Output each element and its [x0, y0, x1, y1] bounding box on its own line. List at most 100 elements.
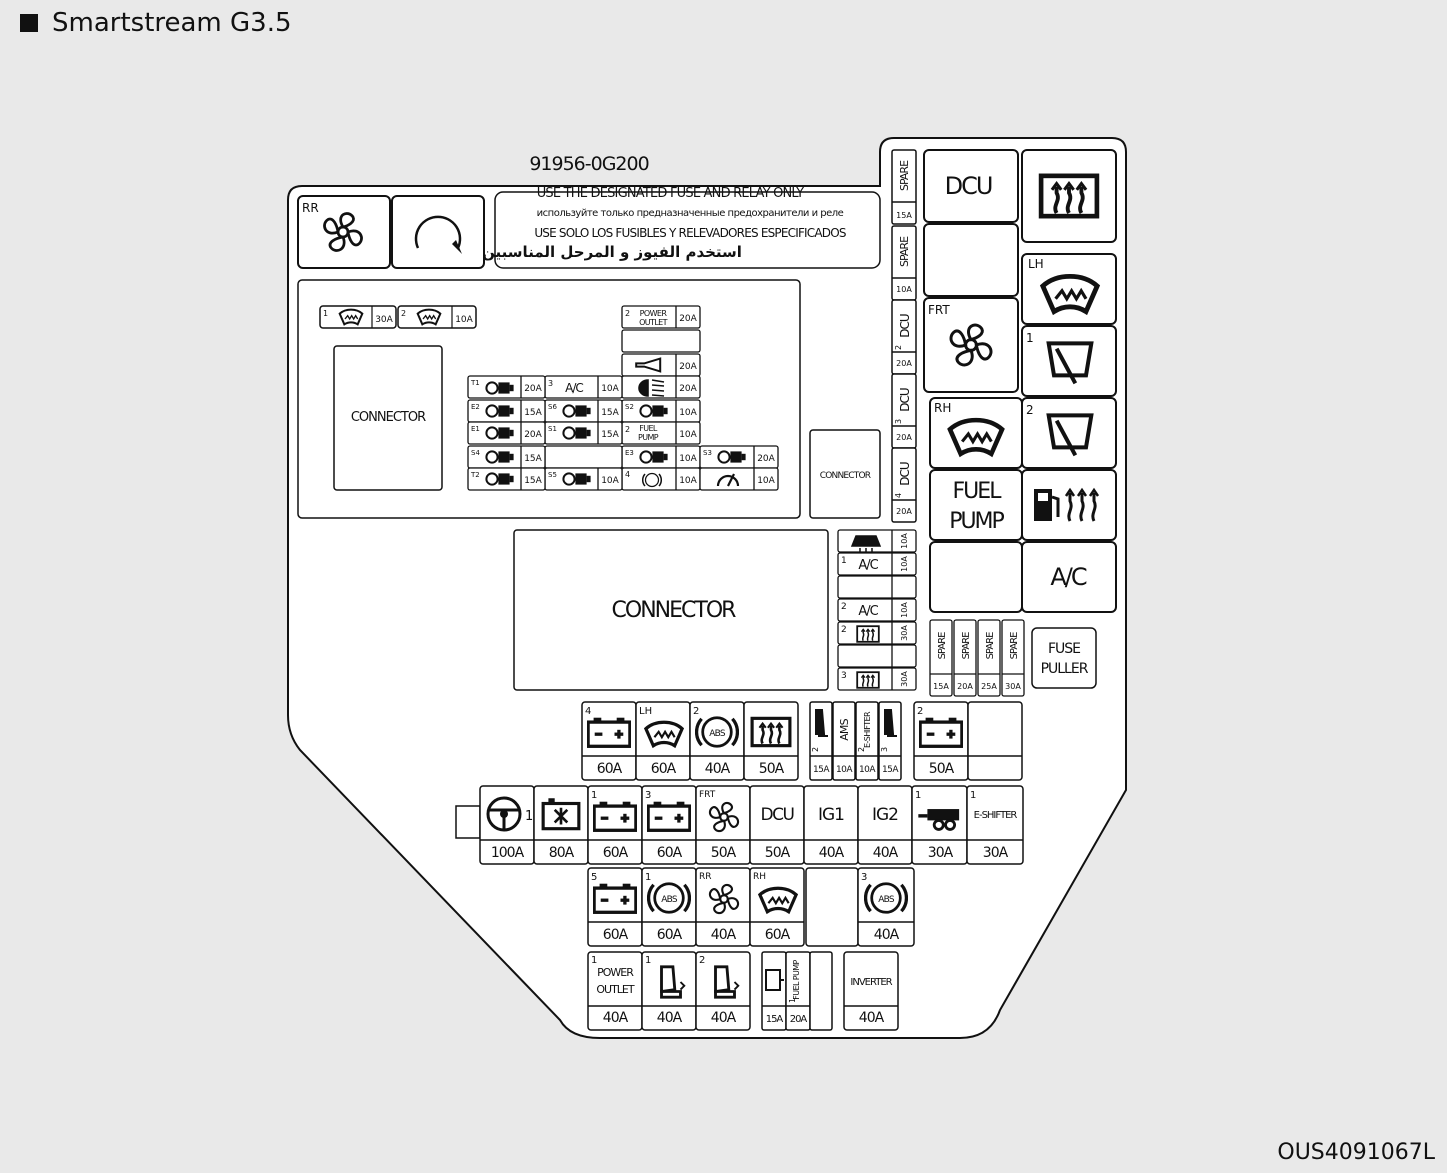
r2-9-num: 1 [970, 790, 976, 801]
center-mini-6-amp: 30A [900, 671, 909, 687]
r1-s3-num: 3 [880, 747, 889, 752]
spare-b4-amp: 30A [1005, 682, 1021, 691]
amp-e2: 15A [524, 408, 542, 418]
r1-f0-num: 4 [585, 706, 591, 717]
r4-small-amp: 15A [766, 1014, 784, 1025]
center-mini-1-label: A/C [858, 558, 878, 573]
amp-s6: 15A [601, 408, 619, 418]
figure-code: OUS4091067L [1277, 1140, 1435, 1165]
rotation-arrowhead-icon [452, 240, 462, 254]
row-3: S4 15A E3 10A S3 20A [471, 449, 776, 464]
label-line-1: USE THE DESIGNATED FUSE AND RELAY ONLY [537, 186, 804, 201]
dcu-relay-label: DCU [945, 172, 992, 200]
heated-seat-icon [884, 709, 897, 737]
amp-s2: 10A [679, 408, 697, 418]
spare-b1-label: SPARE [937, 632, 948, 660]
amp-4: 10A [679, 476, 697, 486]
center-mini-6-num: 3 [841, 671, 847, 681]
rotation-arrow-icon [414, 215, 462, 249]
center-mini-4-amp: 30A [900, 625, 909, 641]
amp-s4: 15A [524, 454, 542, 464]
r3-3-amp: 60A [765, 927, 791, 943]
wiper-fuse-1-amp: 30A [375, 315, 393, 325]
r2-0-amp: 100A [491, 845, 525, 861]
amp-e1: 20A [524, 430, 542, 440]
amp-s5: 10A [601, 476, 619, 486]
tag-t2: T2 [470, 471, 480, 479]
r3-4-abs: ABS [878, 895, 895, 905]
dcu-4-amp: 20A [896, 507, 912, 516]
connector-small-label: CONNECTOR [820, 471, 871, 481]
tag-s2: S2 [625, 403, 634, 411]
r3-1-abs: ABS [661, 895, 678, 905]
connector-center-label: CONNECTOR [612, 598, 737, 623]
spare-fuses [929, 619, 1025, 697]
row-4: T2 15A S5 10A 4 10A 10A [470, 470, 776, 488]
r3-2-amp: 40A [711, 927, 737, 943]
r1-f3-amp: 50A [759, 761, 785, 777]
r2-4-num: FRT [699, 790, 716, 800]
frt-label: FRT [928, 303, 950, 317]
r2-8-num: 1 [915, 790, 921, 801]
dcu-2-amp: 20A [896, 359, 912, 368]
center-mini-3-num: 2 [841, 602, 847, 612]
r2-9-amp: 30A [983, 845, 1009, 861]
r2-0-num: 1 [525, 809, 533, 824]
rr-fan-relay [297, 195, 391, 269]
row2-tab [455, 805, 481, 839]
r2-7-label: IG2 [872, 805, 898, 825]
row-1: E2 15A S6 15A S2 10A [471, 403, 698, 418]
dcu-3-num: 3 [894, 419, 903, 424]
r2-2-num: 1 [591, 790, 597, 801]
heading-text: Smartstream G3.5 [52, 8, 292, 38]
r4-seat2-num: 2 [699, 955, 705, 966]
spare-b2-amp: 20A [957, 682, 973, 691]
lamp-amp: 20A [679, 384, 697, 394]
heated-seat-icon [815, 709, 828, 737]
spare-b3-label: SPARE [985, 632, 996, 660]
r3-1-num: 1 [645, 872, 651, 883]
page-heading: Smartstream G3.5 [20, 8, 292, 38]
spare-b2-label: SPARE [961, 632, 972, 660]
r4-fp-num: 1 [788, 998, 797, 1003]
r3-0-num: 5 [591, 872, 597, 883]
r2-9-label: E-SHIFTER [974, 810, 1018, 821]
row2-frames [479, 785, 1024, 865]
tag-s6: S6 [548, 403, 557, 411]
r2-3-amp: 60A [657, 845, 683, 861]
r2-3-num: 3 [645, 790, 651, 801]
r1-f2-num: 2 [693, 706, 699, 717]
gauge-icon [716, 473, 740, 487]
wiper-fuse-2: 2 10A [397, 305, 477, 329]
tag-s1: S1 [548, 425, 557, 433]
r4-inverter-amp: 40A [859, 1010, 885, 1026]
dcu-4-num: 4 [894, 493, 903, 498]
tag-s5: S5 [548, 471, 557, 479]
r4-po-num: 1 [591, 955, 597, 966]
wiper-fuse-1: 1 30A [319, 305, 397, 329]
power-outlet-num: 2 [625, 309, 630, 318]
r1-b2-num: 2 [917, 706, 923, 717]
spare-b1-amp: 15A [933, 682, 949, 691]
fuel-pump-label-1: FUEL [639, 424, 658, 433]
row4-frames [587, 951, 899, 1031]
r1-f1-num: LH [639, 706, 652, 717]
r1-s0-num: 2 [811, 747, 820, 752]
ac-num: 3 [548, 379, 553, 388]
amp-gauge: 10A [757, 476, 775, 486]
center-mini-3-label: A/C [858, 604, 878, 619]
r2-4-amp: 50A [711, 845, 737, 861]
label-line-3: USE SOLO LOS FUSIBLES Y RELEVADORES ESPE… [534, 226, 846, 240]
dcu-4-label: DCU [898, 462, 912, 486]
r4-po-label-2: OUTLET [596, 983, 635, 996]
wiper-fuse-1-num: 1 [323, 309, 328, 318]
wiper-2-num: 2 [1026, 403, 1034, 417]
connector-center [513, 529, 829, 691]
tag-s3: S3 [703, 449, 712, 457]
fuel-pump-relay-2: PUMP [949, 509, 1004, 534]
dcu-2-label: DCU [898, 314, 912, 338]
tag-e3: E3 [625, 449, 634, 457]
r2-2-amp: 60A [603, 845, 629, 861]
